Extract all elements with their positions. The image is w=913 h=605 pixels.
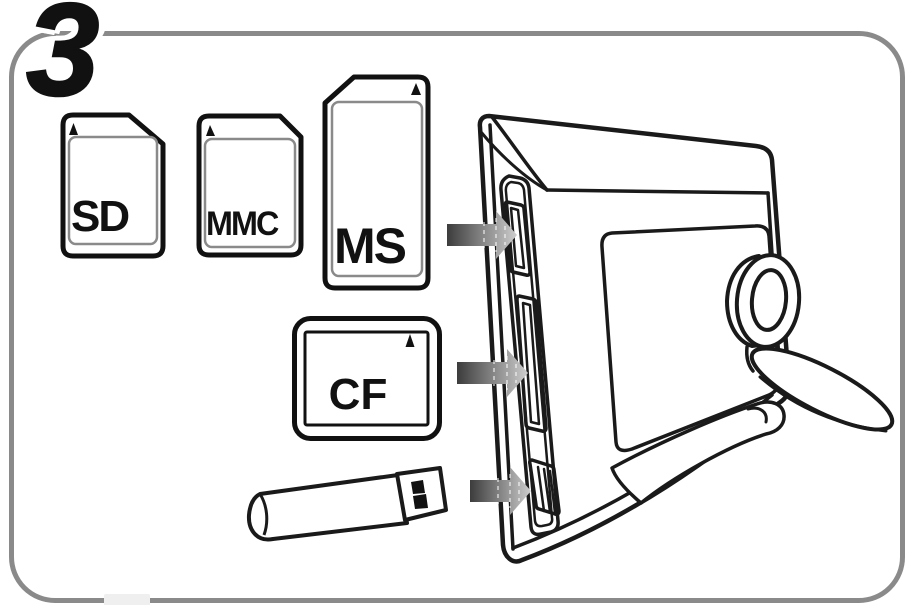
mmc-orientation-arrow-icon (206, 125, 215, 136)
cf-card: CF (291, 315, 443, 442)
insert-arrow-middle (457, 349, 528, 397)
ms-card-label: MS (334, 218, 407, 274)
insert-arrow-bottom (470, 467, 531, 515)
mmc-card-label: MMC (206, 205, 279, 243)
memory-card-slot-middle (515, 294, 548, 433)
mmc-card: MMC (194, 112, 306, 260)
card-reader-panel (499, 174, 561, 537)
ms-card: MS (321, 73, 433, 293)
figure-border (9, 31, 905, 603)
step-number: 3 (25, 0, 100, 123)
mmc-card-outline (196, 113, 304, 258)
insert-arrow-top (447, 211, 517, 259)
usb-flash-drive (246, 466, 448, 542)
stand-mount-ring (725, 253, 802, 373)
usb-drive-body (246, 473, 409, 542)
ms-orientation-arrow-icon (411, 83, 421, 95)
ms-card-outline (322, 74, 431, 291)
border-notch (104, 594, 150, 605)
usb-connector-hole (413, 494, 428, 509)
usb-connector (395, 466, 448, 522)
sd-card-outline (60, 112, 166, 259)
cf-orientation-arrow-icon (405, 334, 415, 347)
frame-bottom-edge (610, 400, 786, 505)
sd-card-label: SD (71, 192, 130, 241)
memory-card-slot-top (503, 200, 532, 277)
usb-connector-hole (411, 480, 425, 494)
usb-drive-end-cap (258, 493, 269, 536)
cf-card-outline (292, 316, 442, 441)
sd-orientation-arrow-icon (69, 123, 78, 135)
cf-card-label: CF (328, 370, 388, 419)
sd-card: SD (58, 111, 168, 261)
stand-leg (749, 346, 895, 433)
